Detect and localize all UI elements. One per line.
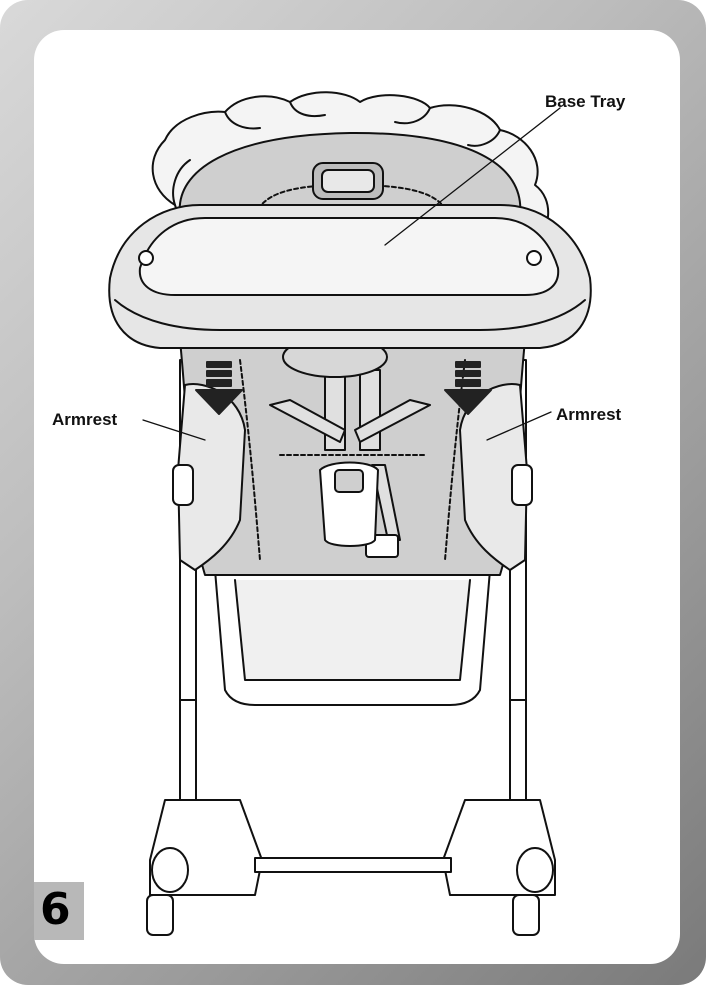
label-armrest-left: Armrest (52, 410, 118, 429)
label-base-tray: Base Tray (545, 92, 626, 111)
armrest-shapes (172, 383, 533, 571)
leader-lines (142, 107, 561, 441)
step-badge (34, 882, 84, 940)
label-armrest-right: Armrest (556, 405, 622, 424)
down-arrows (195, 361, 492, 415)
step-number: 6 (40, 884, 71, 935)
base-tray (108, 204, 592, 349)
